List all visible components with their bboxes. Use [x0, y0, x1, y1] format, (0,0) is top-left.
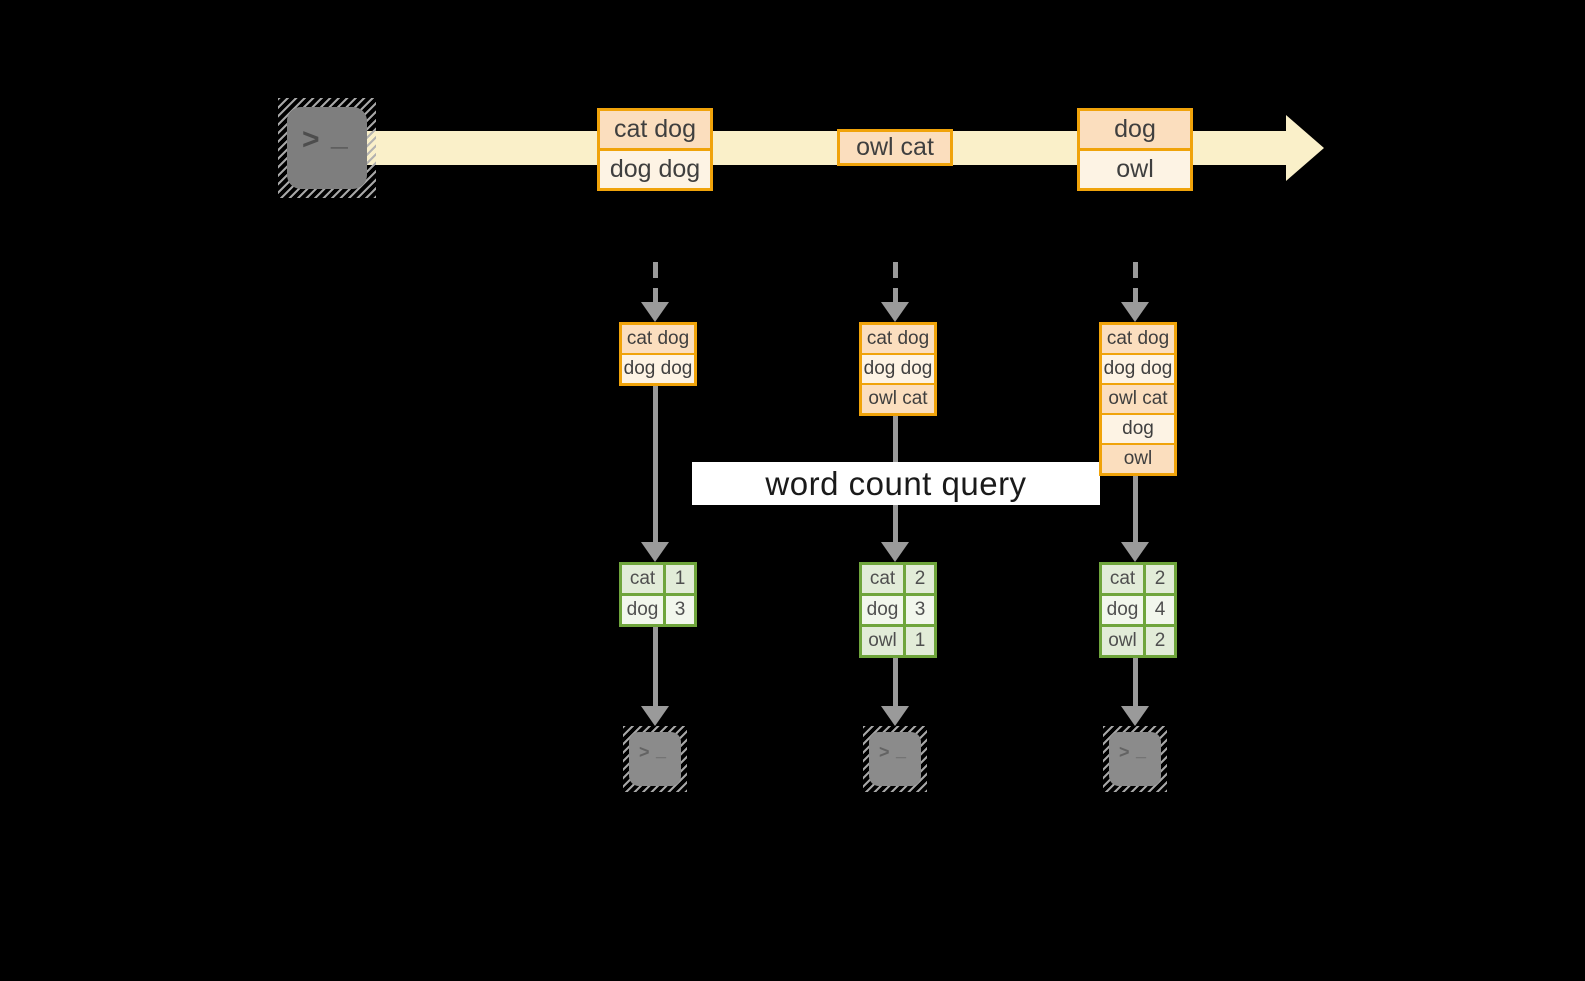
buffer-line: owl cat — [1102, 385, 1174, 413]
word-cell: owl — [862, 627, 903, 655]
prompt-chevron-icon: > — [879, 742, 890, 762]
flow-line — [892, 370, 898, 544]
arrowhead-icon — [1121, 302, 1149, 322]
query-label-band: word count query — [692, 462, 1100, 505]
count-cell: 1 — [906, 627, 934, 655]
stream-event-line: owl — [1080, 151, 1190, 188]
buffer-line: dog dog — [862, 355, 934, 383]
count-cell: 2 — [1146, 627, 1174, 655]
buffer-line: cat dog — [1102, 325, 1174, 353]
count-cell: 1 — [666, 565, 694, 593]
prompt-underscore-icon: _ — [1136, 740, 1147, 760]
ingest-dashed-arrow — [892, 262, 898, 304]
terminal-icon-body: > _ — [629, 732, 681, 786]
arrowhead-icon — [881, 706, 909, 726]
arrowhead-icon — [641, 302, 669, 322]
count-cell: 3 — [666, 596, 694, 624]
count-cell: 4 — [1146, 596, 1174, 624]
stream-arrowhead-icon — [1286, 115, 1324, 181]
flow-line — [652, 370, 658, 544]
word-cell: owl — [1102, 627, 1143, 655]
prompt-underscore-icon: _ — [331, 119, 348, 152]
stream-event-box: owl cat — [837, 129, 953, 166]
word-cell: cat — [862, 565, 903, 593]
query-label: word count query — [765, 464, 1027, 502]
buffer-line: dog dog — [1102, 355, 1174, 383]
count-cell: 2 — [906, 565, 934, 593]
buffer-line: owl cat — [862, 385, 934, 413]
prompt-underscore-icon: _ — [656, 740, 667, 760]
buffer-line: cat dog — [622, 325, 694, 353]
arrowhead-icon — [881, 542, 909, 562]
arrowhead-icon — [1121, 706, 1149, 726]
count-cell: 2 — [1146, 565, 1174, 593]
prompt-underscore-icon: _ — [896, 740, 907, 760]
flow-line — [1132, 620, 1138, 710]
arrowhead-icon — [881, 302, 909, 322]
count-cell: 3 — [906, 596, 934, 624]
flow-line — [652, 620, 658, 710]
terminal-sink-icon: > _ — [1103, 726, 1167, 792]
buffer-line: cat dog — [862, 325, 934, 353]
stream-event-line: cat dog — [600, 111, 710, 148]
terminal-icon-body: > _ — [1109, 732, 1161, 786]
stream-event-line: owl cat — [840, 132, 950, 163]
stream-event-line: dog — [1080, 111, 1190, 148]
stream-event-line: dog dog — [600, 151, 710, 188]
prompt-chevron-icon: > — [302, 123, 320, 156]
word-cell: dog — [622, 596, 663, 624]
arrowhead-icon — [641, 542, 669, 562]
prompt-chevron-icon: > — [639, 742, 650, 762]
ingest-dashed-arrow — [1132, 262, 1138, 304]
ingest-dashed-arrow — [652, 262, 658, 304]
terminal-sink-icon: > _ — [863, 726, 927, 792]
word-cell: dog — [1102, 596, 1143, 624]
buffer-line: owl — [1102, 445, 1174, 473]
buffer-line: dog — [1102, 415, 1174, 443]
buffer-line: dog dog — [622, 355, 694, 383]
arrowhead-icon — [1121, 542, 1149, 562]
prompt-chevron-icon: > — [1119, 742, 1130, 762]
terminal-icon-body: > _ — [869, 732, 921, 786]
arrowhead-icon — [641, 706, 669, 726]
terminal-icon-body: > _ — [287, 107, 367, 189]
word-cell: dog — [862, 596, 903, 624]
word-cell: cat — [1102, 565, 1143, 593]
flow-line — [892, 620, 898, 710]
terminal-source-icon: > _ — [278, 98, 376, 198]
word-cell: cat — [622, 565, 663, 593]
terminal-sink-icon: > _ — [623, 726, 687, 792]
